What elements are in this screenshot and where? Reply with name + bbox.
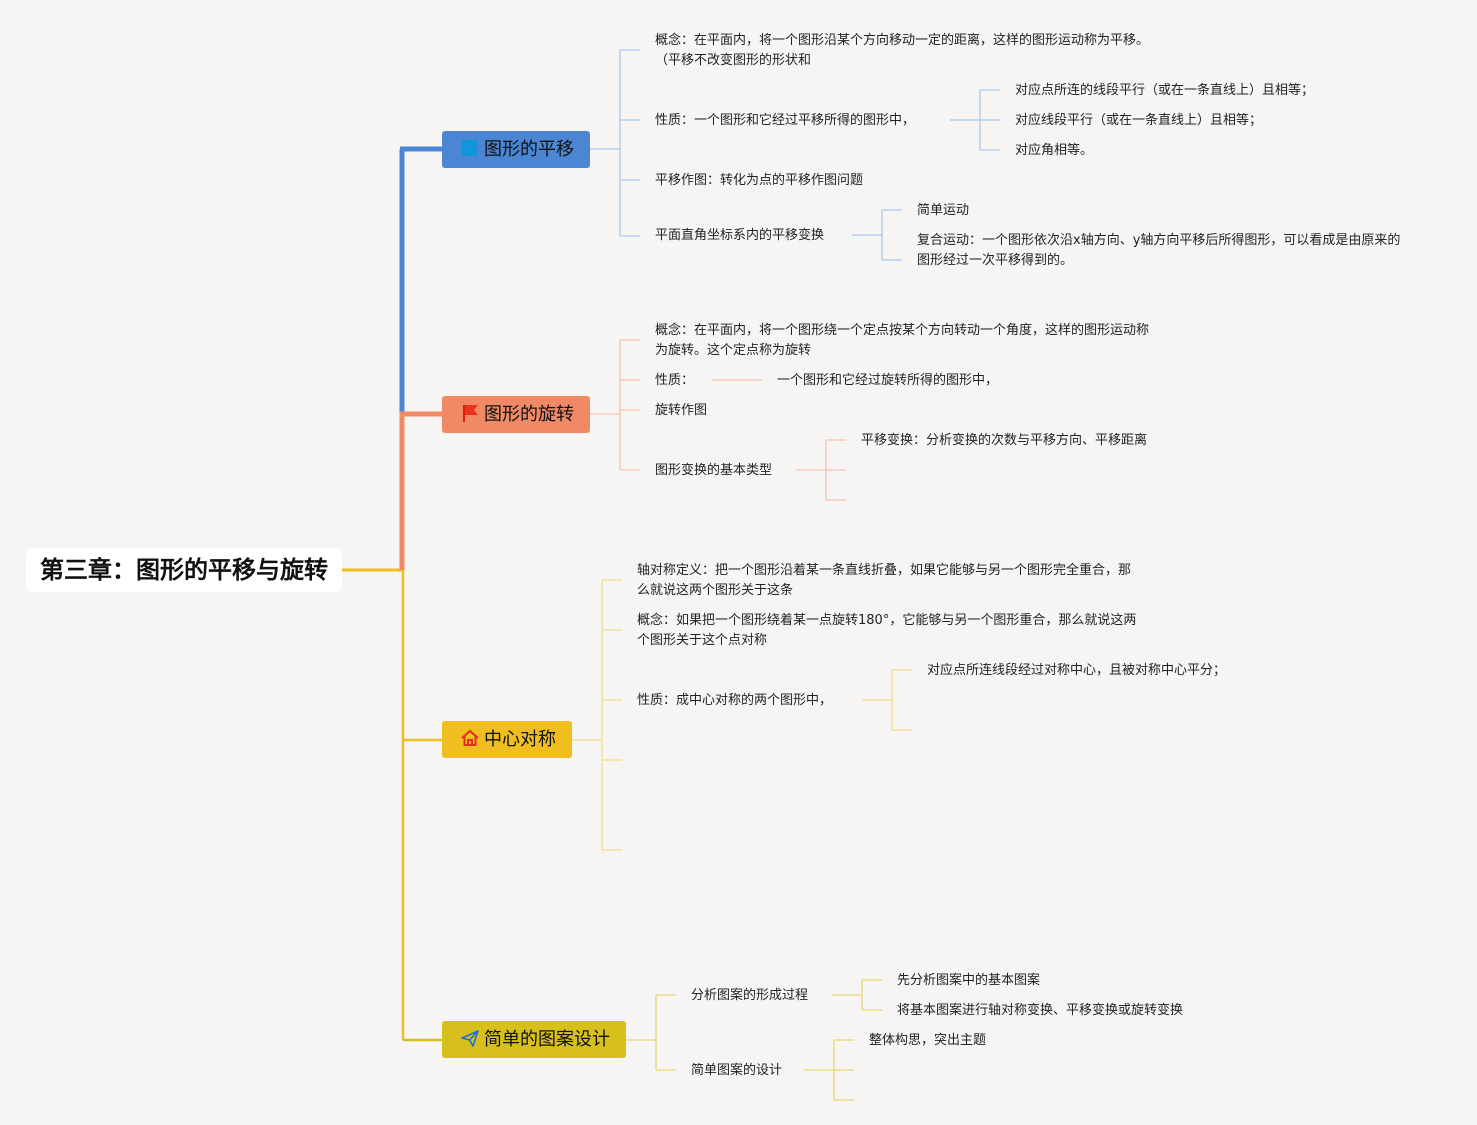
rotation-drawing[interactable]: 旋转作图 <box>655 403 708 418</box>
rotation-property[interactable]: 性质： <box>655 373 695 388</box>
rotation-concept[interactable]: 概念：在平面内，将一个图形绕一个定点按某个方向转动一个角度，这样的图形运动称为旋… <box>655 323 1150 358</box>
house-icon <box>460 728 482 748</box>
translation-property-item[interactable]: 对应线段平行（或在一条直线上）且相等； <box>1015 113 1263 128</box>
root-topic[interactable]: 第三章：图形的平移与旋转 <box>26 548 342 592</box>
branch-translation[interactable]: 图形的平移 <box>442 131 590 168</box>
translation-concept[interactable]: 概念：在平面内，将一个图形沿某个方向移动一定的距离，这样的图形运动称为平移。（平… <box>655 33 1150 68</box>
blue-square-icon <box>460 138 482 158</box>
branch-label: 图形的旋转 <box>484 404 574 425</box>
pattern-process[interactable]: 分析图案的形成过程 <box>691 988 809 1003</box>
branch-label: 简单的图案设计 <box>484 1029 610 1050</box>
translation-coordinate-item[interactable]: 复合运动：一个图形依次沿x轴方向、y轴方向平移后所得图形，可以看成是由原来的图形… <box>917 233 1401 268</box>
pattern-process-item[interactable]: 将基本图案进行轴对称变换、平移变换或旋转变换 <box>897 1003 1184 1018</box>
branch-label: 图形的平移 <box>484 139 574 160</box>
pattern-process-item[interactable]: 先分析图案中的基本图案 <box>897 973 1041 988</box>
symmetry-property-item[interactable]: 对应点所连线段经过对称中心，且被对称中心平分； <box>927 663 1227 678</box>
symmetry-axis-definition[interactable]: 轴对称定义：把一个图形沿着某一条直线折叠，如果它能够与另一个图形完全重合，那么就… <box>637 563 1132 598</box>
rotation-types[interactable]: 图形变换的基本类型 <box>655 463 773 478</box>
red-flag-icon <box>460 403 482 423</box>
rotation-types-item[interactable]: 平移变换：分析变换的次数与平移方向、平移距离 <box>861 433 1148 448</box>
pattern-design-item[interactable]: 整体构思，突出主题 <box>869 1033 987 1048</box>
symmetry-concept[interactable]: 概念：如果把一个图形绕着某一点旋转180°，它能够与另一个图形重合，那么就说这两… <box>637 613 1137 648</box>
translation-coordinate-item[interactable]: 简单运动 <box>917 203 970 218</box>
translation-coordinate[interactable]: 平面直角坐标系内的平移变换 <box>655 228 825 243</box>
pattern-design[interactable]: 简单图案的设计 <box>691 1063 783 1078</box>
translation-property[interactable]: 性质：一个图形和它经过平移所得的图形中， <box>655 113 916 128</box>
symmetry-property[interactable]: 性质：成中心对称的两个图形中， <box>637 693 833 708</box>
branch-rotation[interactable]: 图形的旋转 <box>442 396 590 433</box>
branch-central-symmetry[interactable]: 中心对称 <box>442 721 572 758</box>
rotation-property-item[interactable]: 一个图形和它经过旋转所得的图形中， <box>777 373 999 388</box>
branch-label: 中心对称 <box>484 729 556 750</box>
translation-property-item[interactable]: 对应点所连的线段平行（或在一条直线上）且相等； <box>1015 83 1315 98</box>
translation-property-item[interactable]: 对应角相等。 <box>1015 143 1094 158</box>
translation-drawing[interactable]: 平移作图：转化为点的平移作图问题 <box>655 173 864 188</box>
paper-plane-icon <box>460 1028 482 1048</box>
branch-pattern-design[interactable]: 简单的图案设计 <box>442 1021 626 1058</box>
